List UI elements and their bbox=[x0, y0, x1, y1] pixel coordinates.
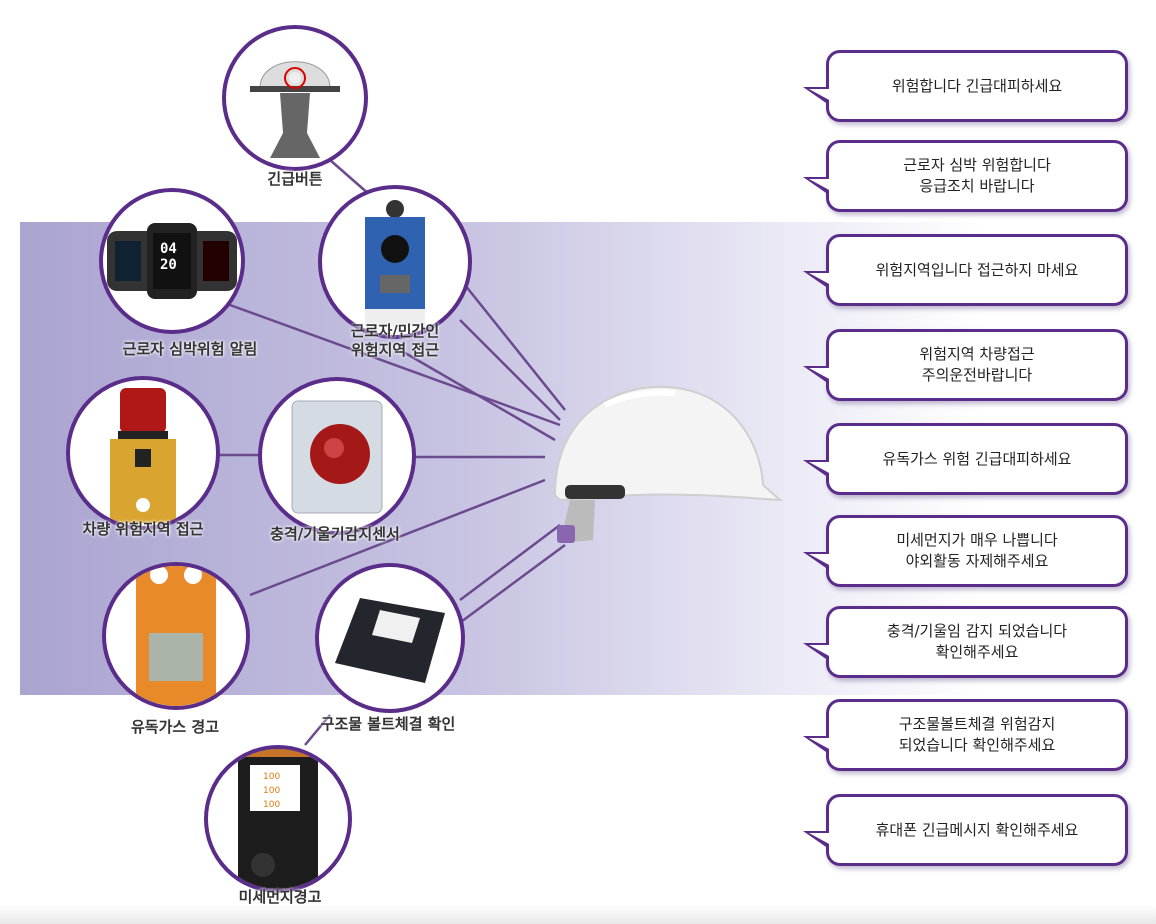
device-label: 근로자/민간인 위험지역 접근 bbox=[350, 322, 440, 359]
message-bubble: 유독가스 위험 긴급대피하세요 bbox=[803, 423, 1128, 495]
message-bubble: 위험지역 차량접근 주의운전바랍니다 bbox=[803, 329, 1128, 401]
device-label: 미세먼지경고 bbox=[238, 888, 322, 906]
connector-line bbox=[459, 319, 561, 421]
message-bubble: 미세먼지가 매우 나쁩니다 야외활동 자제해주세요 bbox=[803, 515, 1128, 587]
message-bubble: 구조물볼트체결 위험감지 되었습니다 확인해주세요 bbox=[803, 699, 1128, 771]
connector-line bbox=[449, 543, 566, 632]
device-label: 충격/기울기감지센서 bbox=[270, 525, 400, 543]
message-text: 미세먼지가 매우 나쁩니다 야외활동 자제해주세요 bbox=[896, 531, 1058, 570]
device-area-access bbox=[318, 185, 472, 339]
message-bubble: 휴대폰 긴급메시지 확인해주세요 bbox=[803, 794, 1128, 866]
connector-line bbox=[464, 284, 566, 411]
message-text: 위험지역입니다 접근하지 마세요 bbox=[875, 260, 1079, 279]
dust-reading: 100 bbox=[263, 800, 280, 810]
device-heart-watch: 04 20 bbox=[99, 188, 245, 334]
device-label: 구조물 볼트체결 확인 bbox=[320, 715, 456, 733]
connector-line bbox=[304, 714, 331, 746]
helmet-icon bbox=[553, 385, 783, 543]
watch-time: 04 20 bbox=[160, 241, 177, 273]
device-label: 유독가스 경고 bbox=[130, 718, 220, 736]
device-bolt-check bbox=[315, 563, 465, 713]
message-text: 위험합니다 긴급대피하세요 bbox=[891, 76, 1063, 95]
dust-reading: 100 bbox=[263, 772, 280, 782]
device-label: 차량 위험지역 접근 bbox=[82, 520, 204, 538]
blue-sensor-box-icon bbox=[365, 200, 425, 327]
connector-line bbox=[329, 159, 371, 196]
black-sensor-box-icon bbox=[335, 598, 445, 683]
message-bubble: 충격/기울임 감지 되었습니다 확인해주세요 bbox=[803, 606, 1128, 678]
message-bubble: 위험합니다 긴급대피하세요 bbox=[803, 50, 1128, 122]
device-vehicle-access bbox=[66, 376, 220, 530]
device-emergency-button bbox=[222, 25, 368, 171]
connector-line bbox=[459, 524, 561, 601]
device-gas-warning bbox=[102, 562, 250, 710]
message-text: 근로자 심박 위험합니다 응급조치 바랍니다 bbox=[903, 156, 1051, 195]
device-label: 긴급버튼 bbox=[267, 170, 323, 188]
message-text: 구조물볼트체결 위험감지 되었습니다 확인해주세요 bbox=[898, 715, 1056, 754]
device-tilt-sensor bbox=[258, 377, 416, 535]
red-lamp-sensor-icon bbox=[291, 400, 383, 514]
connector-line bbox=[399, 348, 556, 442]
message-text: 유독가스 위험 긴급대피하세요 bbox=[882, 449, 1072, 468]
footer-shade bbox=[0, 905, 1156, 924]
message-bubble: 근로자 심박 위험합니다 응급조치 바랍니다 bbox=[803, 140, 1128, 212]
message-text: 위험지역 차량접근 주의운전바랍니다 bbox=[919, 345, 1035, 384]
connector-line bbox=[249, 478, 546, 597]
warning-beacon-icon bbox=[110, 388, 176, 523]
helmet-button-icon bbox=[250, 61, 340, 158]
dust-monitor-icon: 100 100 100 bbox=[238, 749, 318, 889]
message-text: 휴대폰 긴급메시지 확인해주세요 bbox=[875, 820, 1079, 839]
dust-reading: 100 bbox=[263, 786, 280, 796]
message-bubble: 위험지역입니다 접근하지 마세요 bbox=[803, 234, 1128, 306]
connector-line bbox=[229, 303, 561, 427]
message-text: 충격/기울임 감지 되었습니다 확인해주세요 bbox=[886, 622, 1068, 661]
device-dust-warning: 100 100 100 bbox=[204, 745, 352, 893]
smartwatch-icon bbox=[107, 223, 237, 299]
gas-detector-icon bbox=[136, 566, 216, 706]
device-label: 근로자 심박위험 알림 bbox=[122, 340, 258, 358]
